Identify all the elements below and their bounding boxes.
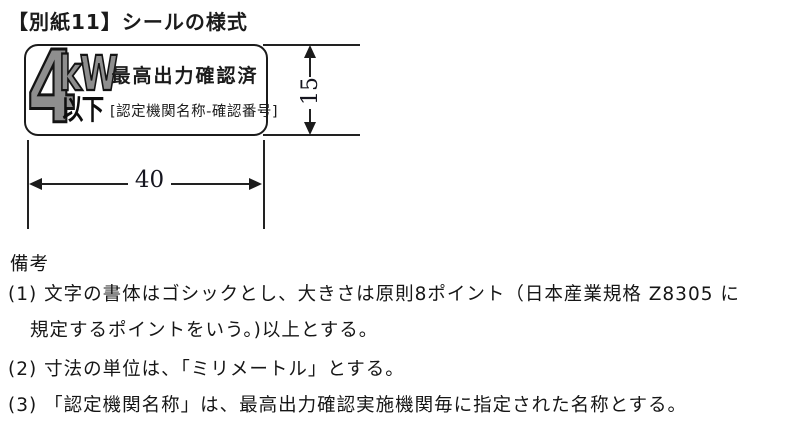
extension-line-right xyxy=(263,140,265,229)
arrow-up-icon xyxy=(304,45,316,58)
seal-text-block: 最高出力確認済 [認定機関名称-確認番号] xyxy=(110,61,279,121)
logo-4-digit: 4 xyxy=(26,29,78,146)
logo-ika-label: 以下 xyxy=(61,93,104,126)
arrow-down-icon xyxy=(304,122,316,135)
logo-kw-unit: kW xyxy=(58,46,119,102)
height-dimension-label: 15 xyxy=(297,77,323,105)
width-dimension-line-left xyxy=(41,183,128,185)
extension-line-bottom xyxy=(263,134,360,136)
seal-specimen: 4 kW 以下 最高出力確認済 [認定機関名称-確認番号] xyxy=(24,29,279,146)
seal-claim-text: 最高出力確認済 xyxy=(111,65,259,87)
width-dimension-line-right xyxy=(171,183,250,185)
page-title: 【別紙11】シールの様式 xyxy=(8,10,248,34)
extension-line-left xyxy=(27,140,29,229)
height-dimension-line-lower xyxy=(309,109,311,123)
arrow-right-icon xyxy=(249,178,262,190)
height-dimension-line-upper xyxy=(309,57,311,77)
arrow-left-icon xyxy=(29,178,42,190)
note-3-line-1: (3) 「認定機関名称」は、最高出力確認実施機関毎に指定された名称とする。 xyxy=(8,395,688,416)
note-1-line-2: 規定するポイントをいう。)以上とする。 xyxy=(30,320,379,341)
note-2-line-1: (2) 寸法の単位は、「ミリメートル」とする。 xyxy=(8,359,405,380)
notes-heading: 備考 xyxy=(10,254,50,275)
width-dimension-label: 40 xyxy=(134,167,165,193)
note-1-line-1: (1) 文字の書体はゴシックとし、大きさは原則8ポイント（日本産業規格 Z830… xyxy=(8,284,740,305)
seal-org-placeholder: [認定機関名称-確認番号] xyxy=(110,104,279,120)
